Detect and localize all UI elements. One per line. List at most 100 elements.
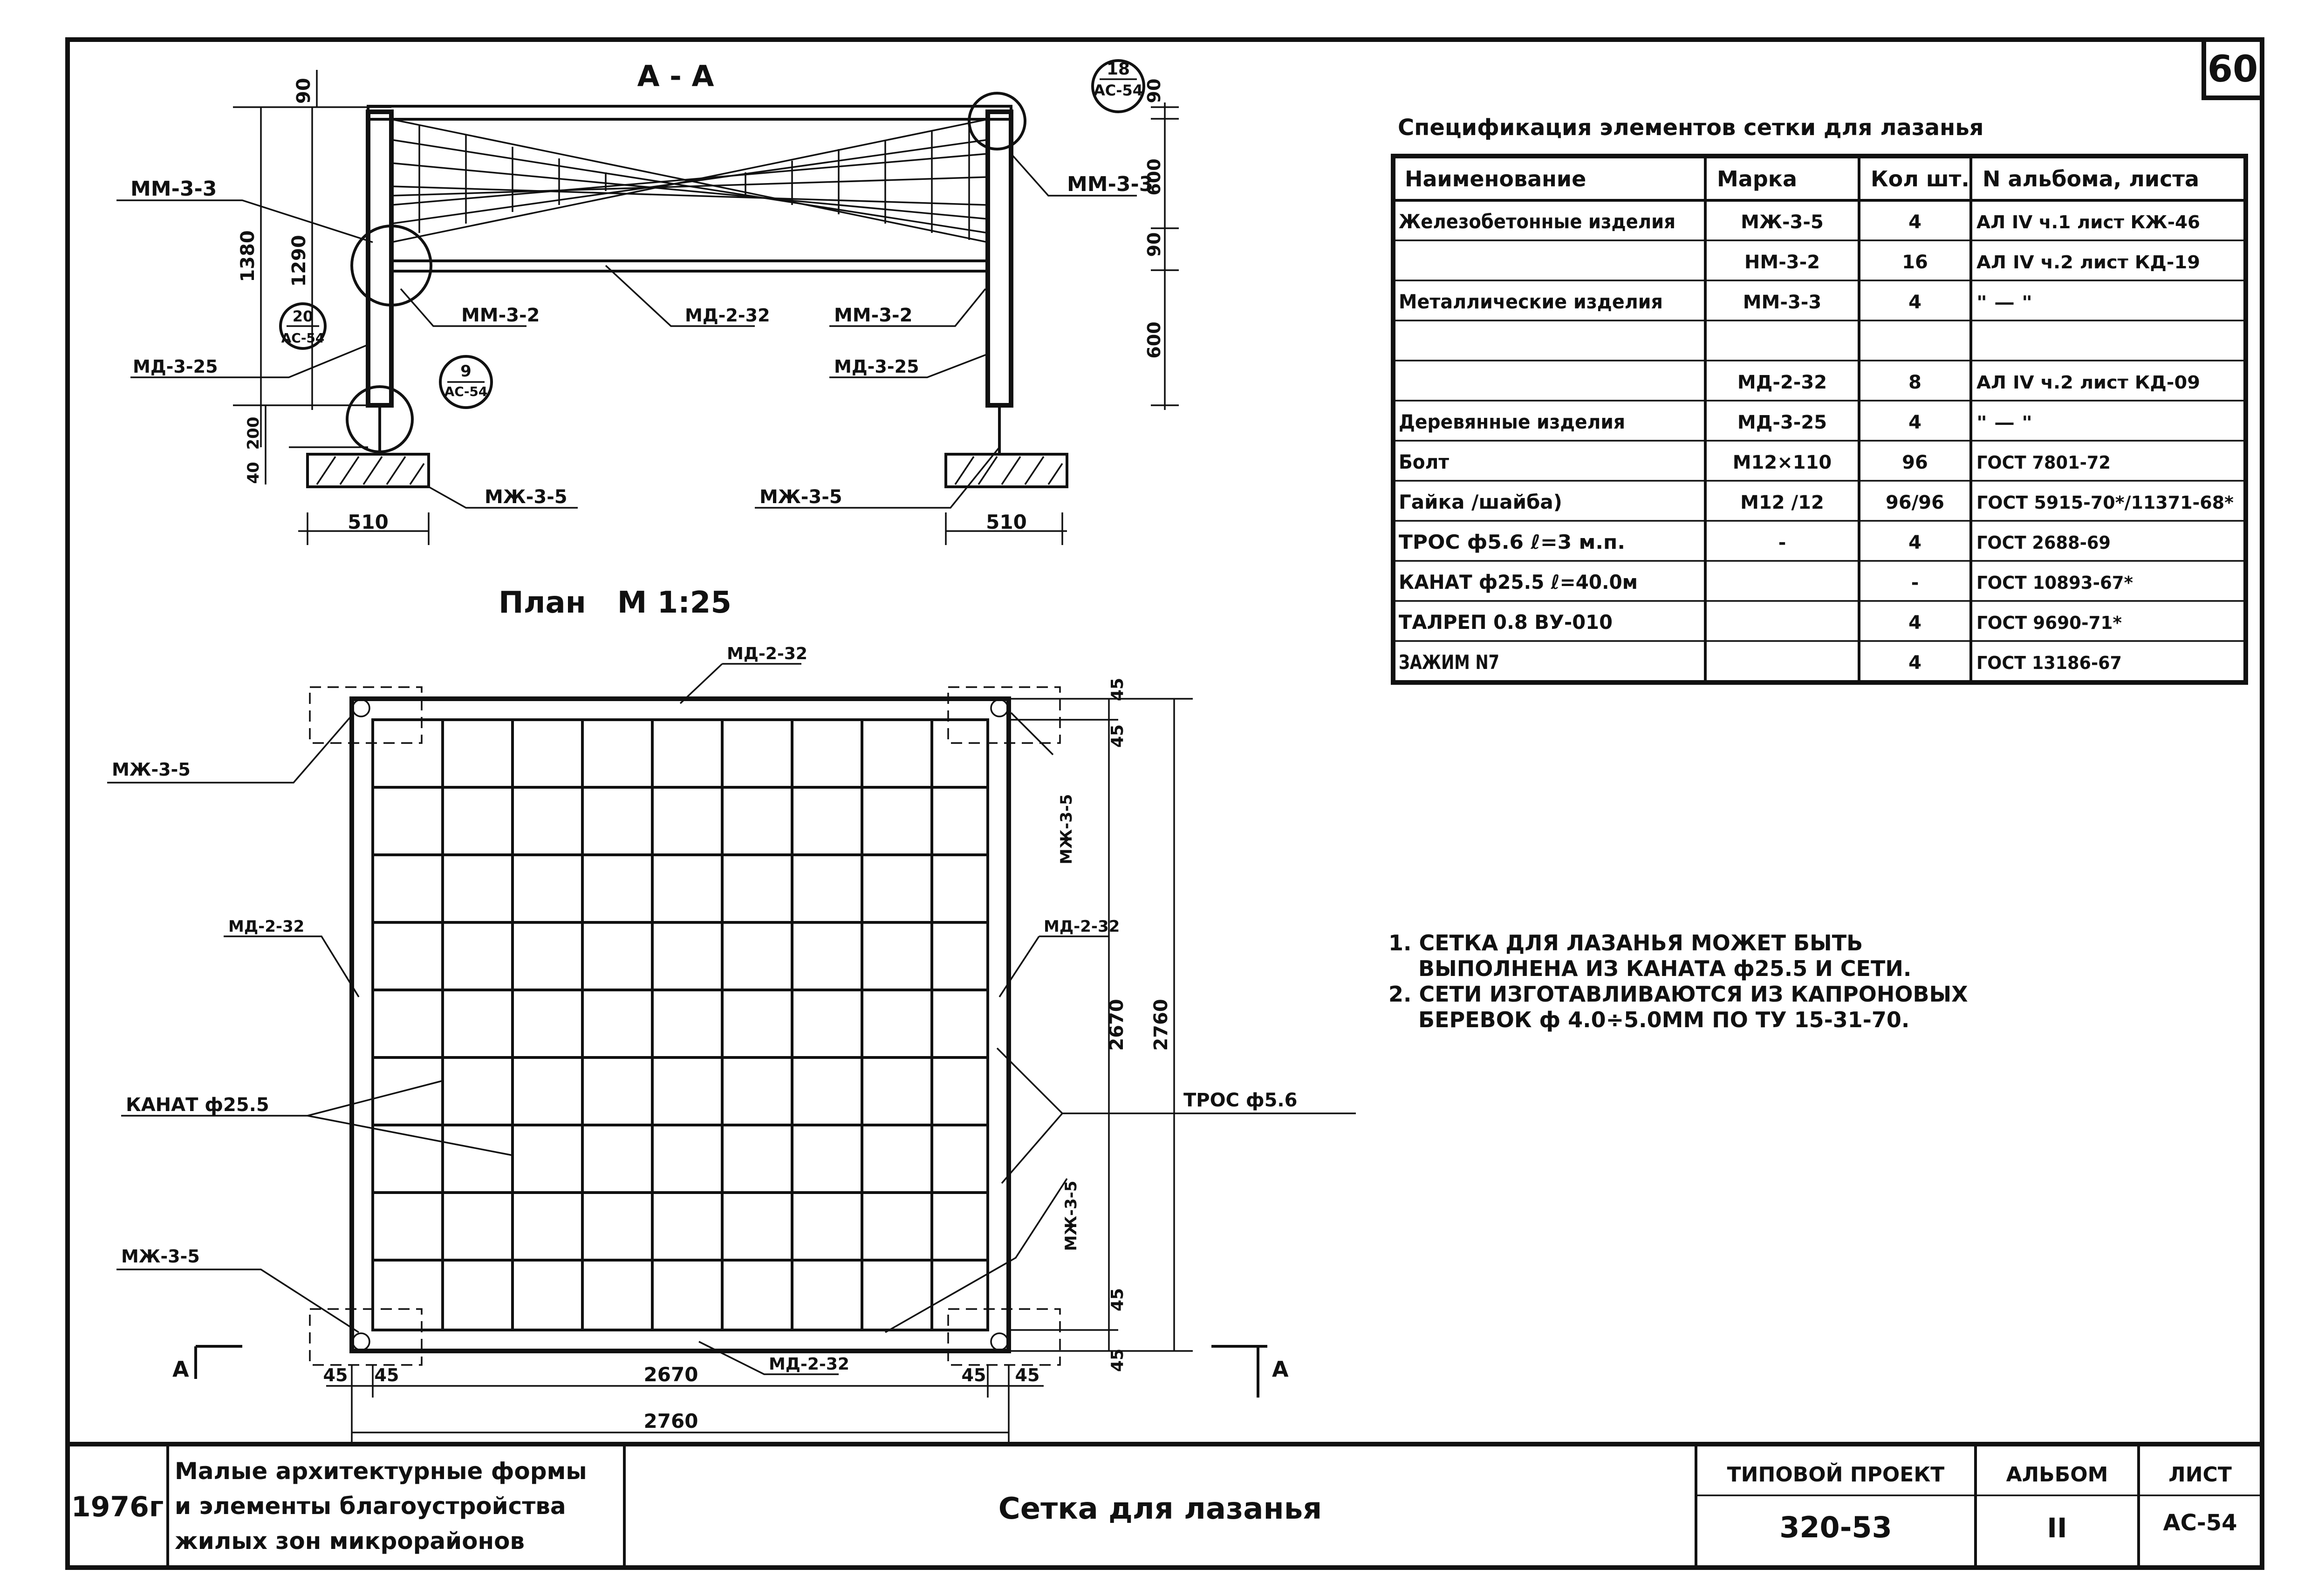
spec-cell: ММ-3-3	[1743, 292, 1821, 313]
plan-dim-45-bb2: 45	[1015, 1365, 1040, 1385]
spec-cell: ГОСТ 9690-71*	[1976, 613, 2122, 633]
spec-cell: КАНАТ ф25.5 ℓ=40.0м	[1399, 571, 1638, 593]
plan-dim-2760-h: 2760	[644, 1410, 698, 1432]
spec-cell: М12×110	[1733, 452, 1832, 473]
callout-2-num: 20	[293, 307, 314, 325]
label-mm32-right: ММ-3-2	[834, 305, 912, 326]
plan-label-mzh35-top-right: МЖ-3-5	[1057, 794, 1076, 865]
footing-right	[944, 453, 1068, 488]
spec-cell: ГОСТ 13186-67	[1976, 653, 2122, 673]
callout-3-ref: АС-54	[444, 384, 488, 399]
tb-sheet-value: АС-54	[2163, 1510, 2237, 1536]
spec-cell: 96	[1902, 452, 1928, 473]
plan-label-md232-bottom: МД-2-32	[769, 1355, 849, 1374]
outer-frame	[65, 37, 2264, 1570]
sheet-number: 60	[2208, 48, 2258, 90]
note-line-4: БЕРЕВОК ф 4.0÷5.0ММ ПО ТУ 15-31-70.	[1388, 1007, 1909, 1032]
tb-type-project-label: ТИПОВОЙ ПРОЕКТ	[1727, 1462, 1945, 1487]
callout-1-ref: АС-54	[1094, 82, 1143, 99]
label-mzh35-right: МЖ-3-5	[759, 486, 842, 508]
tb-project-line3: жилых зон микрорайонов	[175, 1528, 525, 1555]
top-beam	[367, 105, 1012, 121]
plan-dim-45-bl1: 45	[323, 1365, 348, 1385]
dim-510-left: 510	[348, 511, 389, 533]
dim-40: 40	[244, 462, 263, 484]
spec-cell: Гайка /шайба)	[1399, 491, 1562, 513]
spec-cell: МД-2-32	[1737, 372, 1827, 393]
notes: 1. СЕТКА ДЛЯ ЛАЗАНЬЯ МОЖЕТ БЫТЬ ВЫПОЛНЕН…	[1388, 930, 1968, 1032]
spec-cell: 4	[1908, 652, 1921, 674]
label-mm33-right: ММ-3-3	[1067, 172, 1153, 196]
plan-dim-45-tr2: 45	[1108, 724, 1127, 748]
lower-beam	[390, 259, 989, 273]
section-aa-title: А - А	[637, 59, 714, 93]
spec-cell: АЛ IV ч.2 лист КД-19	[1976, 252, 2200, 273]
spec-cell: АЛ IV ч.1 лист КЖ-46	[1976, 212, 2200, 232]
spec-cell: 4	[1908, 412, 1921, 433]
plan-label-kanat: КАНАТ ф25.5	[126, 1094, 269, 1116]
dim-600-right-top: 600	[1144, 158, 1164, 195]
spec-cell: ГОСТ 5915-70*/11371-68*	[1976, 492, 2234, 513]
spec-cell: Болт	[1399, 450, 1450, 473]
section-aa: А - А 18 АС-54	[116, 59, 1179, 545]
tb-project-line1: Малые архитектурные формы	[175, 1458, 587, 1485]
spec-cell: 16	[1902, 252, 1928, 273]
spec-cell: " — "	[1976, 292, 2032, 313]
spec-table: Спецификация элементов сетки для лазанья…	[1391, 115, 2248, 685]
plan-label-md232-left: МД-2-32	[228, 917, 304, 936]
spec-cell: МД-3-25	[1737, 412, 1827, 433]
sheet-number-box	[2202, 40, 2262, 100]
dim-1380: 1380	[237, 230, 259, 282]
left-post	[366, 109, 394, 408]
spec-header-cell: Марка	[1717, 166, 1797, 191]
note-line-2: ВЫПОЛНЕНА ИЗ КАНАТА ф25.5 И СЕТИ.	[1388, 956, 1911, 981]
spec-header-cell: Наименование	[1405, 166, 1586, 191]
tb-drawing-title: Сетка для лазанья	[998, 1492, 1322, 1526]
plan-label-md232-right: МД-2-32	[1044, 917, 1120, 936]
dim-510-right: 510	[986, 511, 1027, 533]
plan-dim-45-br: 45	[1108, 1288, 1127, 1311]
tb-sheet-label: ЛИСТ	[2168, 1463, 2232, 1487]
tb-project-line2: и элементы благоустройства	[175, 1493, 566, 1520]
spec-cell: Железобетонные изделия	[1399, 210, 1675, 233]
plan-dim-45-bb1: 45	[962, 1365, 986, 1385]
spec-cell: ГОСТ 2688-69	[1976, 532, 2111, 553]
spec-cell: ТАЛРЕП 0.8 ВУ-010	[1399, 611, 1613, 634]
label-mm32-left: ММ-3-2	[461, 305, 540, 326]
dim-200: 200	[244, 417, 263, 450]
plan-dim-45-tr: 45	[1108, 678, 1127, 701]
label-md325-right: МД-3-25	[834, 356, 919, 377]
spec-cell: 4	[1908, 532, 1921, 553]
spec-cell: ЗАЖИМ N7	[1399, 651, 1499, 674]
plan-frame-outer	[349, 696, 1011, 1353]
dim-90-right-top: 90	[1144, 79, 1164, 103]
plan-view: План М 1:25 МД-2-32 МЖ-3-5 МЖ-3-5 МД-2-3…	[107, 586, 1356, 1444]
right-post	[985, 109, 1013, 408]
plan-label-tros: ТРОС ф5.6	[1183, 1090, 1297, 1111]
note-line-3: 2. СЕТИ ИЗГОТАВЛИВАЮТСЯ ИЗ КАПРОНОВЫХ	[1388, 982, 1968, 1007]
plan-frame-inner	[371, 718, 989, 1331]
spec-cell: ТРОС ф5.6 ℓ=3 м.п.	[1399, 531, 1625, 553]
spec-cell: МЖ-3-5	[1741, 211, 1824, 233]
tb-album-value: II	[2047, 1512, 2067, 1544]
dim-600-right-bot: 600	[1144, 321, 1164, 358]
spec-cell: 4	[1908, 211, 1921, 233]
title-block: 1976г Малые архитектурные формы и элемен…	[68, 1442, 2262, 1568]
tb-type-project-value: 320-53	[1779, 1510, 1892, 1544]
section-mark-left: А	[172, 1357, 189, 1382]
spec-cell: АЛ IV ч.2 лист КД-09	[1976, 372, 2200, 393]
label-mm33-left: ММ-3-3	[130, 177, 217, 201]
spec-cell: -	[1778, 532, 1786, 553]
tb-year: 1976г	[71, 1491, 164, 1523]
dim-90-left: 90	[293, 78, 315, 104]
spec-cell: Металлические изделия	[1399, 290, 1663, 313]
dim-1290: 1290	[288, 235, 310, 286]
plan-label-md232-top: МД-2-32	[727, 644, 807, 663]
label-mzh35-left: МЖ-3-5	[485, 486, 567, 508]
spec-cell: -	[1911, 572, 1919, 593]
plan-dim-2670-v: 2670	[1106, 999, 1128, 1050]
spec-cell: ГОСТ 7801-72	[1976, 452, 2111, 473]
spec-header-cell: N альбома, листа	[1983, 166, 2199, 191]
tb-album-label: АЛЬБОМ	[2006, 1463, 2108, 1487]
